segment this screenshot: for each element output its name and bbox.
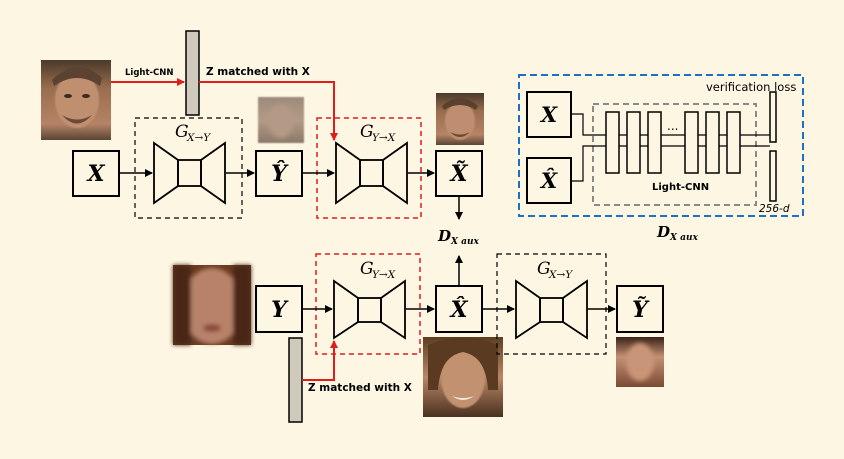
discriminator-label-center: D X aux bbox=[437, 227, 479, 247]
generator-box-y-to-x-top bbox=[316, 117, 422, 219]
gen-label-y-to-x-top: G Y→X bbox=[360, 122, 396, 144]
cnn-ellipsis: ... bbox=[667, 119, 678, 133]
generator-box-x-to-y-top bbox=[134, 117, 243, 219]
panel-connectors bbox=[571, 113, 767, 182]
node-y-tilde-box bbox=[616, 285, 664, 333]
light-cnn-gray-box bbox=[592, 103, 757, 206]
svg-text:X aux: X aux bbox=[669, 233, 698, 243]
svg-text:Y→X: Y→X bbox=[372, 269, 396, 281]
feature-vector-bottom bbox=[769, 150, 777, 202]
discriminator-label-panel: D X aux bbox=[656, 223, 698, 243]
light-cnn-label: Light-CNN bbox=[125, 68, 174, 78]
reconstructed-x-tilde-image bbox=[436, 93, 484, 145]
light-cnn-bar-top bbox=[185, 30, 200, 116]
node-y-label: Y bbox=[271, 297, 289, 323]
verification-panel-border bbox=[518, 74, 804, 217]
generated-x-hat-image bbox=[423, 337, 503, 417]
feature-dim-label: 256-d bbox=[759, 203, 790, 215]
panel-x-hat-label: X̂ bbox=[539, 168, 558, 193]
gen-label-x-to-y-bottom: G X→Y bbox=[537, 259, 573, 281]
svg-text:G: G bbox=[175, 122, 189, 142]
encoder-decoder-y-to-x-top bbox=[335, 141, 408, 205]
encoder-decoder-y-to-x-bottom bbox=[333, 279, 406, 340]
light-cnn-bar-bottom bbox=[288, 337, 303, 423]
svg-text:X aux: X aux bbox=[450, 237, 479, 247]
svg-text:G: G bbox=[360, 259, 374, 279]
z-matched-label-top: Z matched with X bbox=[206, 66, 310, 78]
node-x-hat-bottom-label: X̂ bbox=[448, 297, 468, 323]
svg-text:X→Y: X→Y bbox=[186, 132, 211, 144]
gen-label-x-to-y-top: G X→Y bbox=[175, 122, 211, 144]
verification-loss-label: verification loss bbox=[706, 80, 796, 94]
input-face-x-image bbox=[41, 60, 111, 140]
generator-box-y-to-x-bottom bbox=[315, 253, 421, 355]
feature-vector-top bbox=[769, 91, 777, 143]
generated-y-hat-image bbox=[258, 97, 304, 143]
svg-text:Y→X: Y→X bbox=[372, 132, 396, 144]
encoder-decoder-x-to-y-bottom bbox=[515, 279, 588, 340]
red-arrows bbox=[111, 78, 338, 381]
node-y-tilde-label: Ỹ bbox=[632, 296, 650, 323]
node-x-tilde-label: X̃ bbox=[448, 161, 468, 187]
node-y-hat-label: Ŷ bbox=[271, 160, 289, 187]
reconstructed-y-tilde-image bbox=[616, 337, 664, 387]
generator-box-x-to-y-bottom bbox=[496, 253, 607, 355]
cnn-layer-blocks bbox=[605, 111, 741, 174]
encoder-decoder-x-to-y-top bbox=[153, 141, 226, 205]
z-matched-label-bottom: Z matched with X bbox=[308, 382, 412, 394]
svg-text:X→Y: X→Y bbox=[548, 269, 573, 281]
black-arrows bbox=[119, 169, 616, 313]
svg-text:D: D bbox=[656, 223, 670, 241]
panel-x-box bbox=[526, 91, 572, 138]
node-x-box bbox=[72, 150, 120, 197]
panel-light-cnn-label: Light-CNN bbox=[652, 182, 709, 193]
gen-label-y-to-x-bottom: G Y→X bbox=[360, 259, 396, 281]
input-face-y-image bbox=[173, 265, 251, 345]
panel-x-label: X bbox=[539, 102, 558, 127]
svg-text:G: G bbox=[537, 259, 551, 279]
node-x-label: X bbox=[85, 161, 105, 187]
panel-x-hat-box bbox=[526, 157, 572, 204]
svg-text:G: G bbox=[360, 122, 374, 142]
svg-text:D: D bbox=[437, 227, 451, 245]
node-x-tilde-box bbox=[435, 150, 483, 197]
